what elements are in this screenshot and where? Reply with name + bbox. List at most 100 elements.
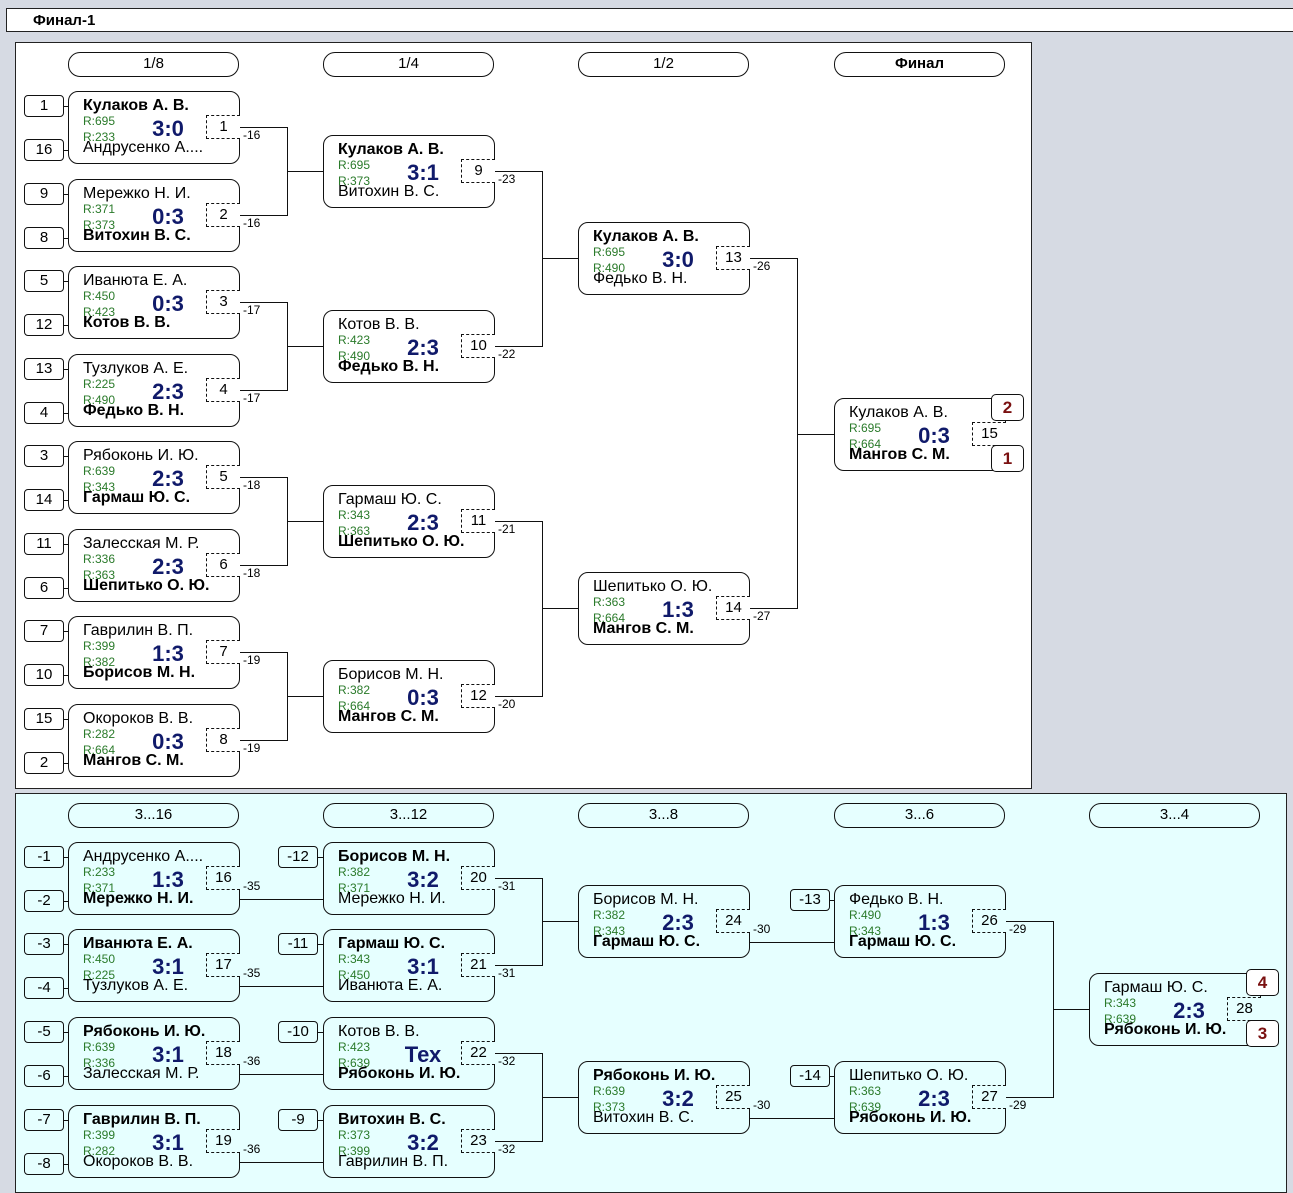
match-number: 4 [206, 378, 240, 402]
player-1-rating: R:336 [83, 552, 116, 566]
player-2-name: Залесская М. Р. [83, 1065, 200, 1082]
connector-line [750, 608, 797, 609]
seed-box: -12 [278, 846, 318, 868]
connector-line [240, 740, 287, 741]
place-badge-2: 3 [1246, 1020, 1279, 1047]
loser-destination: -26 [753, 259, 771, 273]
seed-box: 4 [24, 402, 64, 424]
player-2-rating: R:639 [338, 1056, 371, 1070]
player-2-name: Мангов С. М. [83, 752, 184, 769]
loser-destination: -29 [1009, 1098, 1027, 1112]
loser-destination: -16 [243, 216, 261, 230]
player-1-name: Котов В. В. [338, 1023, 420, 1040]
seed-box: 7 [24, 620, 64, 642]
connector-line [495, 696, 542, 697]
player-2-rating: R:450 [338, 968, 371, 982]
seed-box: 16 [24, 139, 64, 161]
connector-line [64, 1032, 68, 1033]
connector-line [287, 521, 323, 522]
loser-destination: -35 [243, 966, 261, 980]
loser-destination: -30 [753, 1098, 771, 1112]
player-2-rating: R:490 [83, 393, 116, 407]
player-1-rating: R:343 [1104, 996, 1137, 1010]
player-2-name: Мангов С. М. [593, 620, 694, 637]
player-1-rating: R:639 [83, 464, 116, 478]
player-2-rating: R:282 [83, 1144, 116, 1158]
round-header-c1: 3...12 [323, 803, 494, 828]
seed-box: -2 [24, 890, 64, 912]
player-1-rating: R:399 [83, 639, 116, 653]
player-1-rating: R:363 [849, 1084, 882, 1098]
window-titlebar: Финал-1 [6, 8, 1293, 32]
round-header-3: Финал [834, 52, 1005, 77]
match-number: 26 [972, 909, 1006, 933]
connector-line [64, 631, 68, 632]
player-2-rating: R:343 [83, 480, 116, 494]
place-badge-2: 1 [991, 445, 1024, 472]
seed-box: 10 [24, 664, 64, 686]
player-2-name: Федько В. Н. [593, 270, 688, 287]
loser-destination: -20 [498, 697, 516, 711]
seed-box: -11 [278, 933, 318, 955]
connector-line [64, 1164, 68, 1165]
match-score: 2:3 [152, 379, 184, 404]
seed-box: 1 [24, 95, 64, 117]
player-1-rating: R:233 [83, 865, 116, 879]
player-1-name: Борисов М. Н. [338, 848, 451, 865]
player-1-rating: R:399 [83, 1128, 116, 1142]
match-number: 20 [461, 866, 495, 890]
player-1-rating: R:450 [83, 289, 116, 303]
match-score: 3:2 [407, 1130, 439, 1155]
player-2-rating: R:343 [849, 924, 882, 938]
round-header-c0: 3...16 [68, 803, 239, 828]
player-1-name: Борисов М. Н. [338, 666, 444, 683]
connector-line [287, 171, 323, 172]
match-score: 3:1 [152, 1130, 184, 1155]
player-1-rating: R:373 [338, 1128, 371, 1142]
connector-line [64, 944, 68, 945]
connector-line [495, 878, 542, 879]
player-1-rating: R:382 [338, 683, 371, 697]
match-number: 8 [206, 728, 240, 752]
seed-box: 3 [24, 445, 64, 467]
connector-line [287, 346, 323, 347]
connector-line [64, 544, 68, 545]
connector-line [240, 127, 287, 128]
connector-line [240, 1162, 323, 1163]
seed-box: -13 [790, 889, 830, 911]
seed-box: -5 [24, 1021, 64, 1043]
match-number: 23 [461, 1129, 495, 1153]
match-score: 1:3 [152, 867, 184, 892]
seed-box: -7 [24, 1109, 64, 1131]
match-score: 1:3 [918, 910, 950, 935]
player-1-name: Шепитько О. Ю. [849, 1067, 969, 1084]
